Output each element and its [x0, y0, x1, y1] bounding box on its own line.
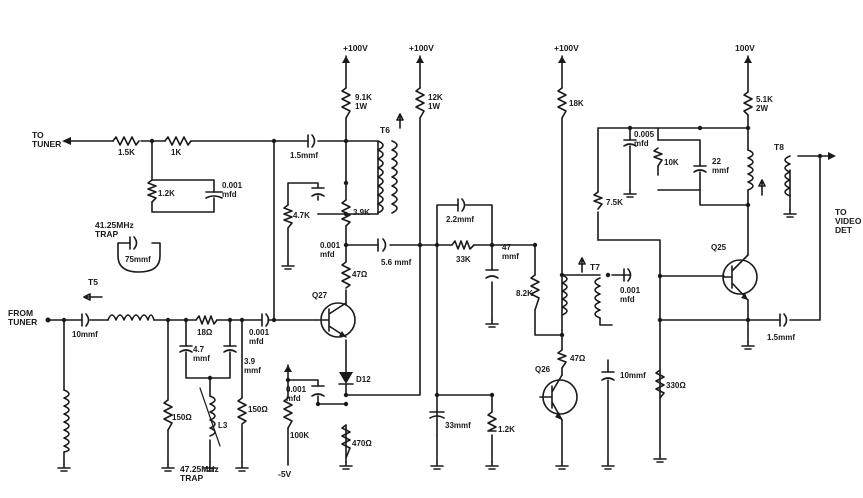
t5-label: T5	[88, 277, 98, 287]
supply-label-4: 100V	[735, 43, 755, 53]
r-33k: 33K	[456, 255, 471, 264]
ground-symbols	[57, 189, 797, 472]
supply-label-1: +100V	[343, 43, 368, 53]
r-470: 470Ω	[352, 439, 372, 448]
supply-label-neg: -5V	[278, 469, 292, 479]
r-47-b: 47Ω	[570, 354, 586, 363]
r-150-a: 150Ω	[172, 413, 192, 422]
r-7-5k: 7.5K	[606, 198, 623, 207]
r-1-5k: 1.5K	[118, 148, 135, 157]
c-33: 33mmf	[445, 421, 471, 430]
r-1k: 1K	[171, 148, 181, 157]
c-2-2: 2.2mmf	[446, 215, 474, 224]
c-75: 75mmf	[125, 255, 151, 264]
r-1-2k-b: 1.2K	[498, 425, 515, 434]
r-47-a: 47Ω	[352, 270, 368, 279]
r-330: 330Ω	[666, 381, 686, 390]
r-18k: 18K	[569, 99, 584, 108]
l3-label: L3	[218, 421, 228, 430]
supply-label-2: +100V	[409, 43, 434, 53]
resistors	[112, 87, 753, 459]
t8-label: T8	[774, 142, 784, 152]
supply-arrows	[45, 56, 836, 372]
r-18: 18Ω	[197, 328, 213, 337]
transistor-q26	[539, 374, 578, 421]
c-1-5-a: 1.5mmf	[290, 151, 318, 160]
t6-label: T6	[380, 125, 390, 135]
diode-d12	[338, 372, 354, 385]
r-3-9k: 3.9K	[353, 208, 370, 217]
r-1-2k-a: 1.2K	[158, 189, 175, 198]
r-100k: 100K	[290, 431, 309, 440]
transistor-q27	[315, 302, 356, 338]
t7-label: T7	[590, 262, 600, 272]
coils	[63, 140, 791, 453]
r-10k: 10K	[664, 158, 679, 167]
capacitors	[81, 134, 788, 419]
junction-dots	[61, 125, 823, 407]
r-150-b: 150Ω	[248, 405, 268, 414]
c-10mmf-b: 10mmf	[620, 371, 646, 380]
r-4-7k: 4.7K	[293, 211, 310, 220]
supply-label-3: +100V	[554, 43, 579, 53]
c-1-5-b: 1.5mmf	[767, 333, 795, 342]
q26-label: Q26	[535, 365, 551, 374]
transistor-q25	[722, 254, 758, 301]
d12-label: D12	[356, 375, 371, 384]
c-5-6: 5.6 mmf	[381, 258, 412, 267]
q25-label: Q25	[711, 243, 727, 252]
q27-label: Q27	[312, 291, 328, 300]
r-8-2k: 8.2K	[516, 289, 533, 298]
c-10mmf-in: 10mmf	[72, 330, 98, 339]
